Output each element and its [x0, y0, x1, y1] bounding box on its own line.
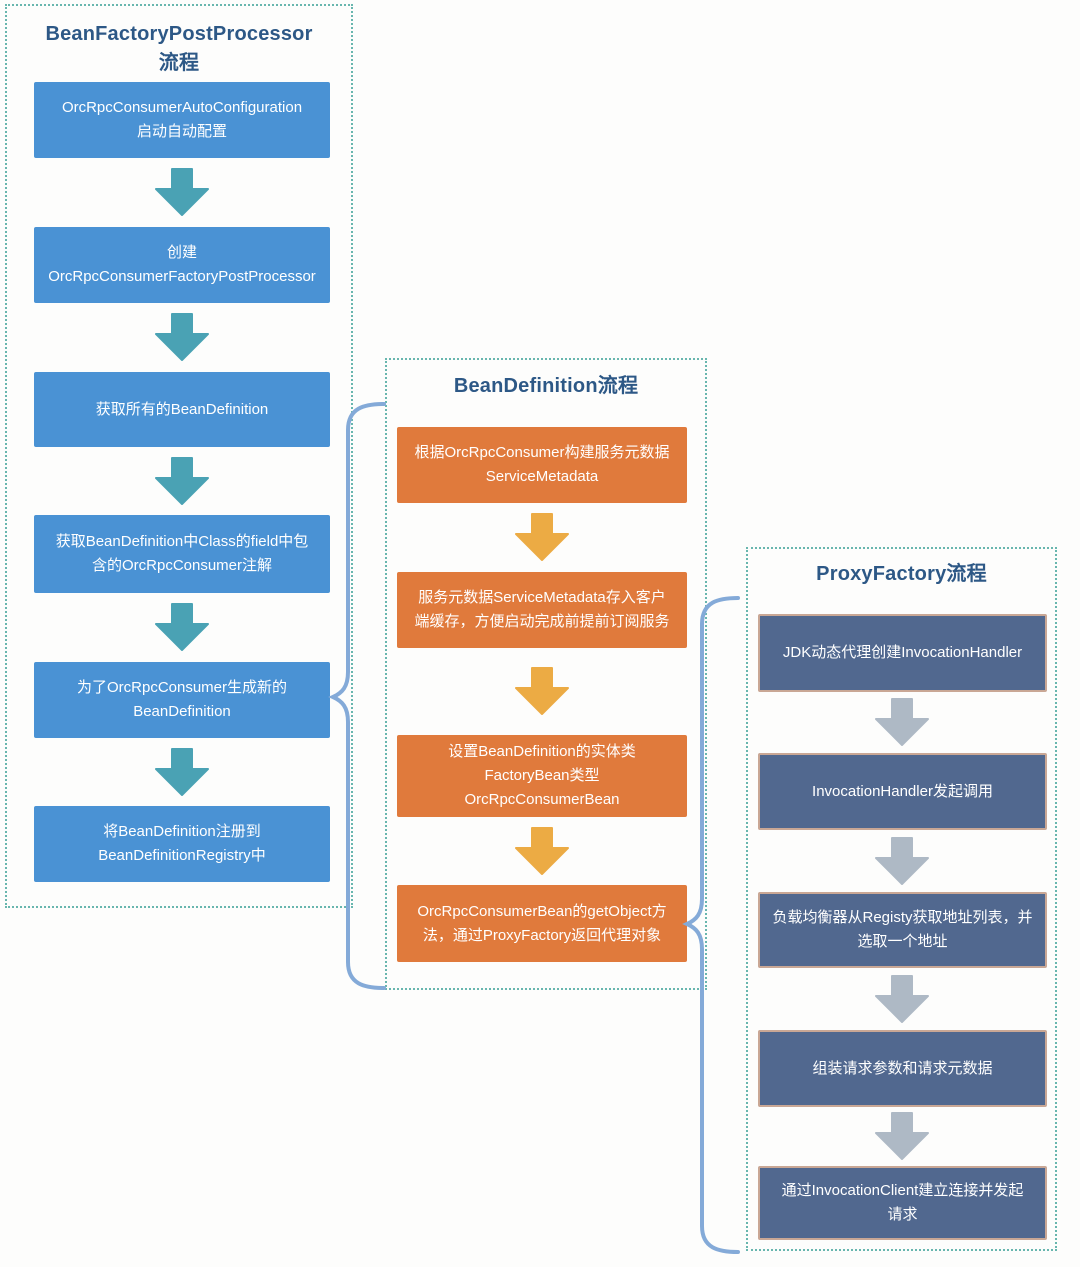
down-arrow-icon: [875, 1112, 929, 1160]
panel-title-beanfactorypostprocessor: BeanFactoryPostProcessor 流程: [45, 23, 313, 74]
flow-step-autoconfiguration: OrcRpcConsumerAutoConfiguration 启动自动配置: [34, 82, 330, 158]
down-arrow-icon: [515, 513, 569, 561]
down-arrow-icon: [155, 748, 209, 796]
down-arrow-icon: [875, 698, 929, 746]
flow-step-get-beandefinitions: 获取所有的BeanDefinition: [34, 372, 330, 447]
flow-step-invocationclient-connect: 通过InvocationClient建立连接并发起 请求: [758, 1166, 1047, 1240]
down-arrow-icon: [155, 168, 209, 216]
down-arrow-icon: [515, 827, 569, 875]
curly-brace-connector-middle-to-right: [682, 596, 740, 1254]
flow-step-set-factorybean-type: 设置BeanDefinition的实体类 FactoryBean类型 OrcRp…: [397, 735, 687, 817]
down-arrow-icon: [875, 837, 929, 885]
down-arrow-icon: [155, 313, 209, 361]
flow-step-getobject-proxyfactory: OrcRpcConsumerBean的getObject方 法，通过ProxyF…: [397, 885, 687, 962]
down-arrow-icon: [155, 457, 209, 505]
panel-title-proxyfactory: ProxyFactory流程: [816, 563, 987, 585]
panel-proxyfactory-flow: [746, 547, 1057, 1251]
panel-title-beandefinition: BeanDefinition流程: [453, 375, 639, 397]
flow-step-loadbalancer-pick-address: 负载均衡器从Registy获取地址列表，并 选取一个地址: [758, 892, 1047, 968]
down-arrow-icon: [515, 667, 569, 715]
flow-step-assemble-request: 组装请求参数和请求元数据: [758, 1030, 1047, 1107]
flow-step-create-postprocessor: 创建 OrcRpcConsumerFactoryPostProcessor: [34, 227, 330, 303]
flow-step-jdk-dynamic-proxy: JDK动态代理创建InvocationHandler: [758, 614, 1047, 692]
curly-brace-connector-left-to-middle: [328, 402, 386, 990]
flow-step-cache-servicemetadata: 服务元数据ServiceMetadata存入客户 端缓存，方便启动完成前提前订阅…: [397, 572, 687, 648]
down-arrow-icon: [875, 975, 929, 1023]
flow-step-invocationhandler-invoke: InvocationHandler发起调用: [758, 753, 1047, 830]
panel-beanfactorypostprocessor-flow: [5, 4, 353, 908]
panel-beandefinition-flow: [385, 358, 707, 990]
flow-step-get-annotation-fields: 获取BeanDefinition中Class的field中包 含的OrcRpcC…: [34, 515, 330, 593]
flow-step-register-beandefinition: 将BeanDefinition注册到 BeanDefinitionRegistr…: [34, 806, 330, 882]
flow-step-generate-beandefinition: 为了OrcRpcConsumer生成新的 BeanDefinition: [34, 662, 330, 738]
flow-step-build-servicemetadata: 根据OrcRpcConsumer构建服务元数据 ServiceMetadata: [397, 427, 687, 503]
down-arrow-icon: [155, 603, 209, 651]
